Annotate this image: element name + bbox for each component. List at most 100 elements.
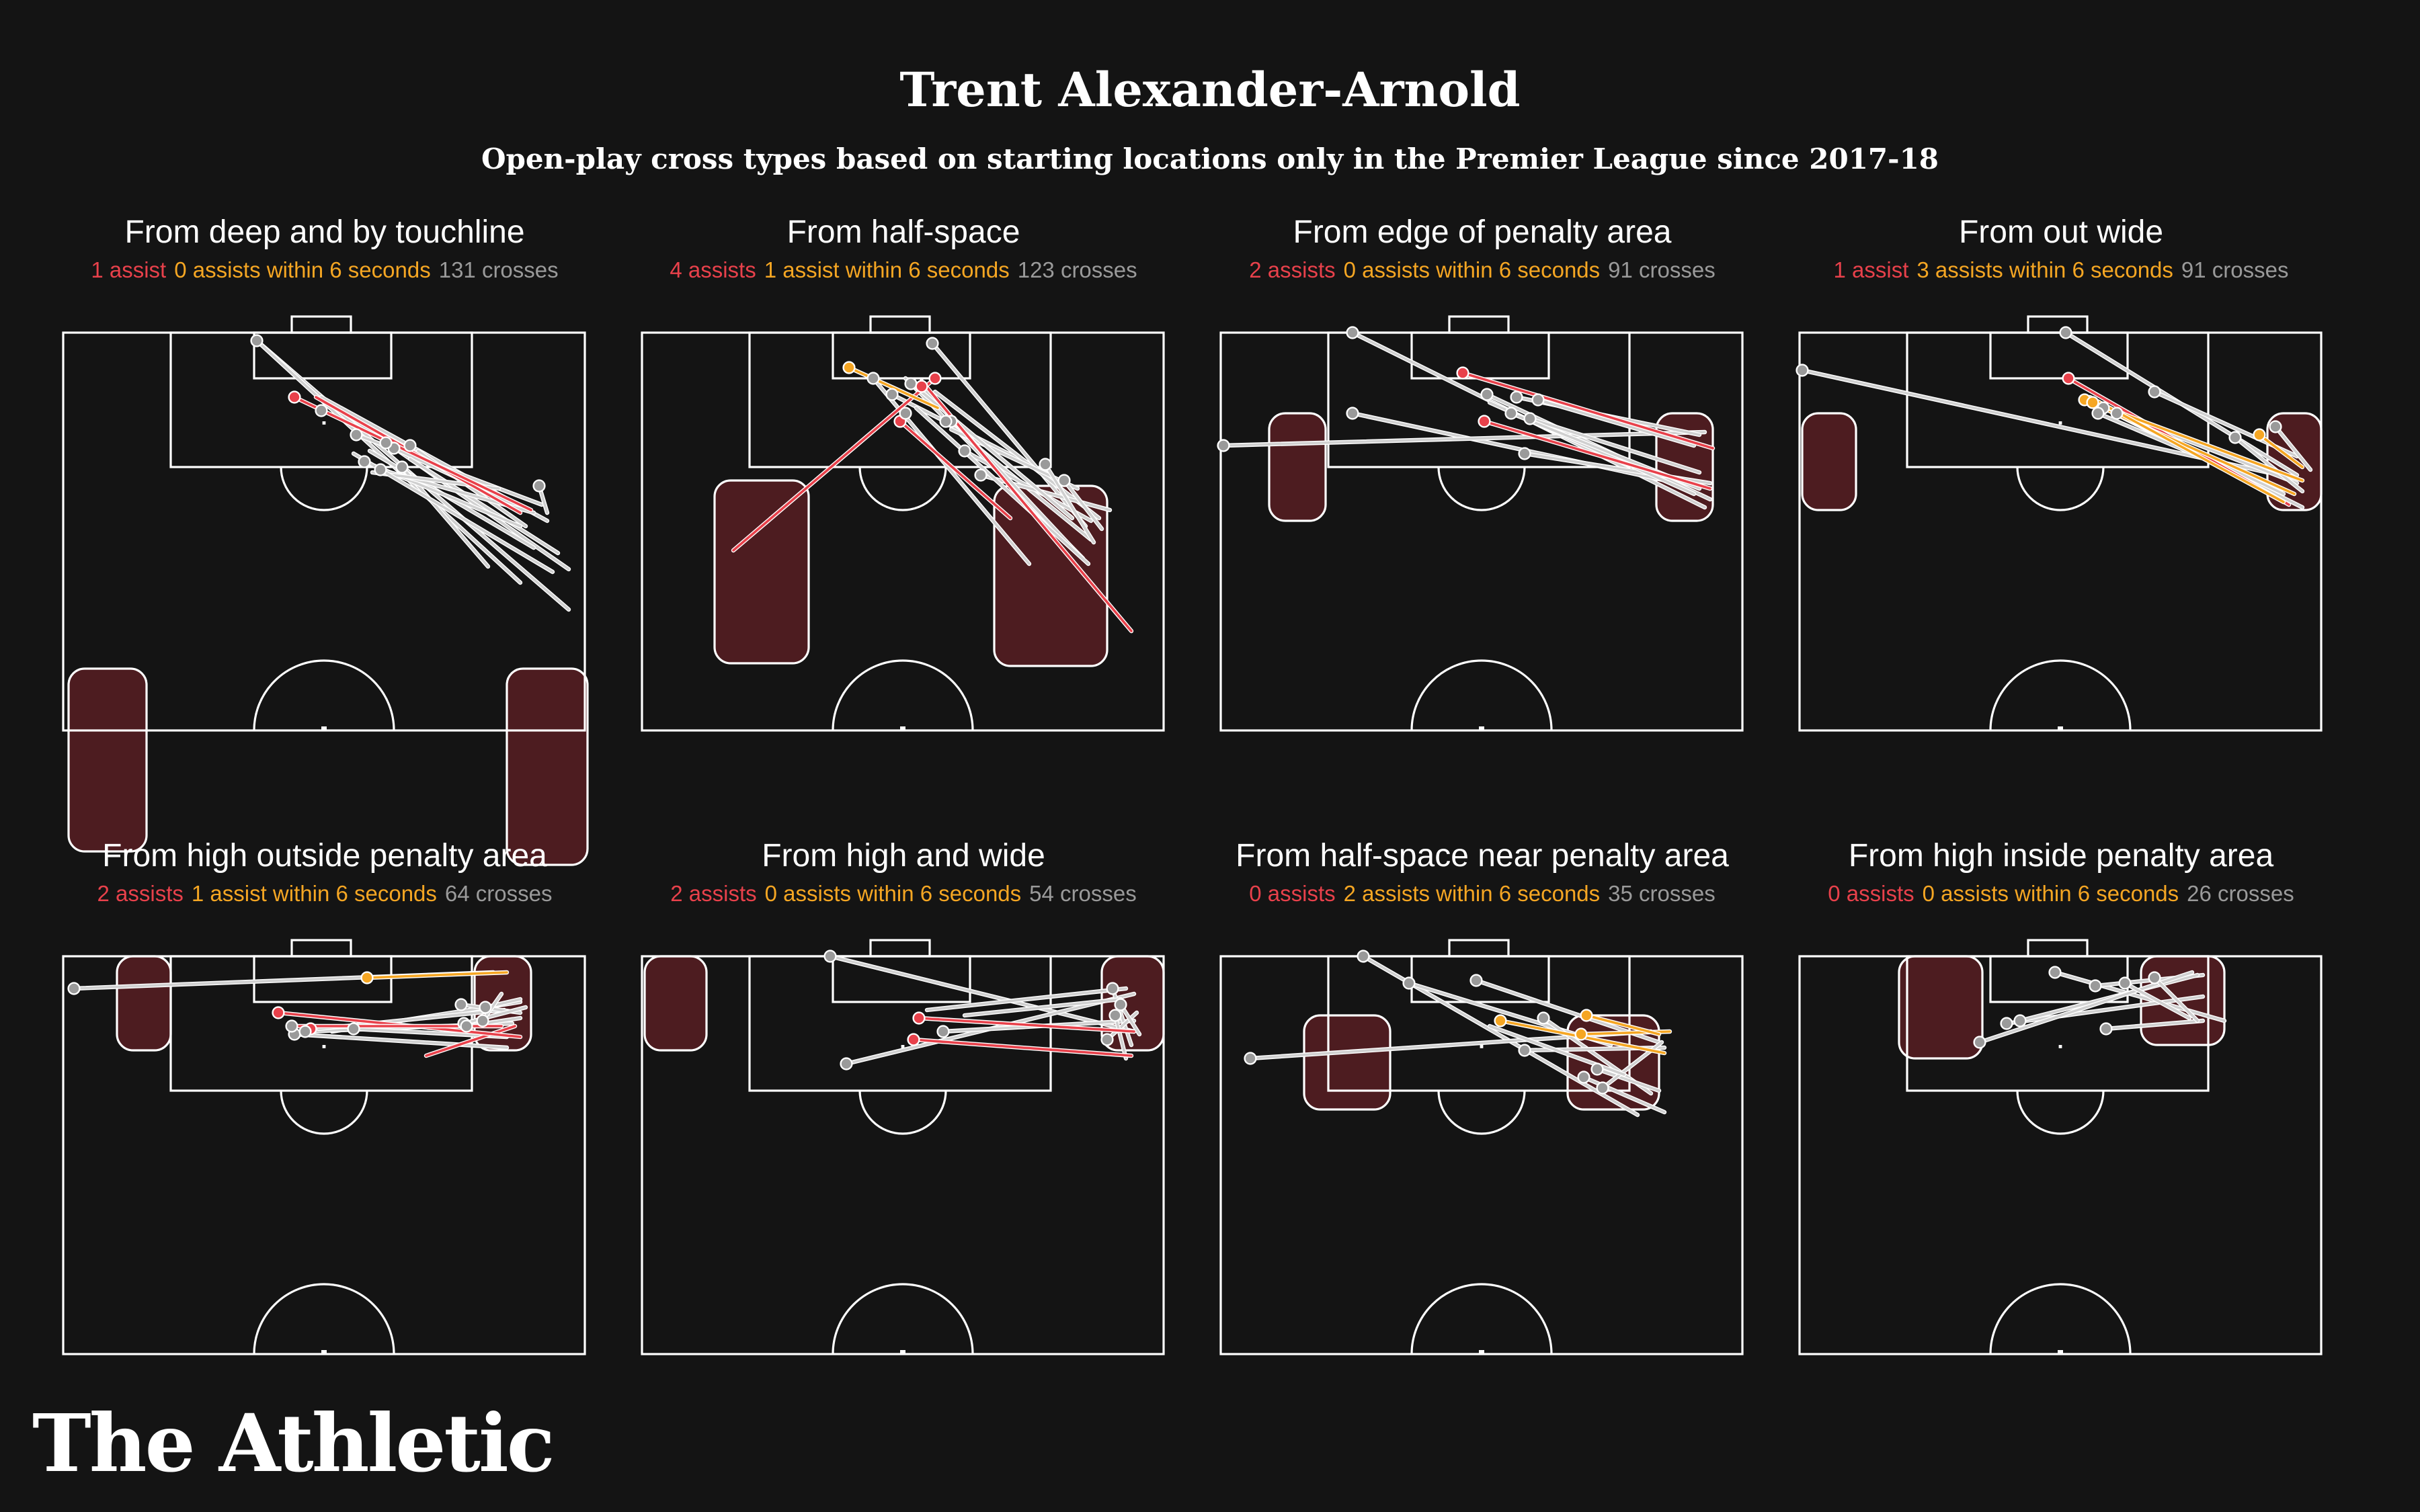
cross-start-dot bbox=[926, 337, 939, 350]
centre-spot bbox=[900, 1350, 905, 1354]
pitch-plot bbox=[1796, 315, 2323, 732]
cross-start-dot bbox=[1108, 1009, 1122, 1022]
cross-start-dot bbox=[2059, 326, 2072, 339]
cross-start-dot bbox=[2013, 1014, 2027, 1027]
cross-line bbox=[1537, 398, 1695, 447]
assist-within-6s-start-dot bbox=[2253, 428, 2266, 442]
assist-cross-line bbox=[1461, 372, 1714, 450]
cross-start-dot bbox=[1244, 1052, 1257, 1065]
cross-line bbox=[293, 1033, 508, 1049]
cross-start-dot bbox=[315, 404, 328, 417]
cross-start-dot bbox=[1057, 474, 1071, 487]
goal bbox=[1448, 315, 1510, 334]
cross-start-dot bbox=[936, 1025, 950, 1038]
cross-line bbox=[2234, 436, 2304, 493]
six-yard-box bbox=[1989, 955, 2129, 1003]
pitch-outline bbox=[641, 955, 1165, 1355]
assist-start-dot bbox=[1456, 366, 1469, 380]
goal bbox=[2027, 939, 2089, 958]
panel-title: From half-space bbox=[787, 214, 1020, 250]
cross-start-dot bbox=[939, 415, 953, 428]
cross-line bbox=[915, 407, 1090, 565]
cross-start-dot bbox=[1796, 364, 1809, 377]
centre-spot bbox=[2058, 726, 2063, 730]
cross-start-dot bbox=[1039, 458, 1052, 471]
cross-start-dot bbox=[899, 407, 912, 420]
assist-within-6s-cross-line bbox=[848, 366, 939, 409]
cross-start-dot bbox=[1357, 950, 1370, 963]
penalty-arc bbox=[1437, 1090, 1526, 1135]
cross-start-dot bbox=[460, 1019, 473, 1033]
cross-start-dot bbox=[1346, 326, 1359, 339]
cross-start-dot bbox=[2099, 1022, 2113, 1036]
assist-cross-line bbox=[425, 1025, 516, 1057]
assist-cross-line bbox=[918, 1017, 1135, 1033]
six-yard-box bbox=[1989, 331, 2129, 380]
cross-start-dot bbox=[974, 468, 987, 482]
cross-start-dot bbox=[1577, 1070, 1590, 1084]
cross-line bbox=[409, 458, 559, 554]
cross-start-dot bbox=[2048, 966, 2062, 979]
assist-count: 0 assists bbox=[1249, 881, 1336, 906]
assist-start-dot bbox=[288, 390, 301, 404]
cross-start-dot bbox=[1469, 974, 1483, 987]
cross-line bbox=[1582, 1076, 1666, 1114]
cross-start-dot bbox=[1114, 998, 1127, 1011]
cross-line bbox=[1529, 417, 1701, 474]
cross-count: 131 crosses bbox=[438, 257, 559, 282]
panel-title: From deep and by touchline bbox=[124, 214, 525, 250]
assist-start-dot bbox=[1478, 415, 1491, 428]
cross-start-dot bbox=[479, 1001, 492, 1014]
penalty-arc bbox=[858, 1090, 947, 1135]
goal bbox=[869, 315, 931, 334]
centre-spot bbox=[1479, 1350, 1484, 1354]
panel-title: From high inside penalty area bbox=[1848, 838, 2274, 874]
cross-line bbox=[829, 955, 1135, 1033]
panel-title: From out wide bbox=[1958, 214, 2164, 250]
assist-count: 4 assists bbox=[670, 257, 756, 282]
cross-start-dot bbox=[379, 436, 393, 450]
assist-start-dot bbox=[912, 1011, 926, 1025]
assist-within-6s-start-dot bbox=[1580, 1009, 1593, 1022]
cross-line bbox=[2124, 982, 2191, 1019]
cross-line bbox=[1596, 1068, 1660, 1092]
centre-circle bbox=[1410, 659, 1553, 731]
cross-start-dot bbox=[1510, 390, 1523, 404]
centre-circle bbox=[253, 659, 395, 731]
cross-start-dot bbox=[1217, 439, 1230, 452]
cross-line bbox=[352, 452, 554, 573]
cross-start-dot bbox=[298, 1025, 312, 1038]
centre-spot bbox=[2058, 1350, 2063, 1354]
assist-count: 2 assists bbox=[1249, 257, 1336, 282]
goal bbox=[290, 939, 352, 958]
assist-within-6s-start-dot bbox=[2086, 396, 2099, 409]
centre-circle bbox=[253, 1283, 395, 1355]
target-zone bbox=[1801, 412, 1857, 511]
cross-start-dot bbox=[1106, 982, 1119, 995]
penalty-arc bbox=[2016, 1090, 2105, 1135]
cross-line bbox=[934, 390, 1100, 519]
the-athletic-logo: The Athletic bbox=[32, 1396, 555, 1490]
assist-within-6s-start-dot bbox=[842, 361, 856, 374]
cross-count: 91 crosses bbox=[2181, 257, 2289, 282]
cross-start-dot bbox=[454, 998, 468, 1011]
chart-title: Trent Alexander-Arnold bbox=[899, 62, 1521, 118]
assist-within-6s-count: 1 assist within 6 seconds bbox=[764, 257, 1010, 282]
assist-cross-line bbox=[1483, 420, 1711, 490]
cross-line bbox=[926, 987, 1127, 1011]
assist-within-6s-count: 3 assists within 6 seconds bbox=[1917, 257, 2173, 282]
pitch-plot bbox=[62, 939, 586, 1355]
cross-count: 35 crosses bbox=[1608, 881, 1716, 906]
assist-within-6s-cross-line bbox=[2258, 433, 2304, 468]
penalty-arc bbox=[280, 466, 368, 511]
penalty-spot bbox=[322, 421, 326, 425]
cross-start-dot bbox=[358, 455, 371, 468]
panel-title: From edge of penalty area bbox=[1293, 214, 1672, 250]
cross-start-dot bbox=[2148, 971, 2161, 984]
target-zone bbox=[1898, 955, 1984, 1060]
